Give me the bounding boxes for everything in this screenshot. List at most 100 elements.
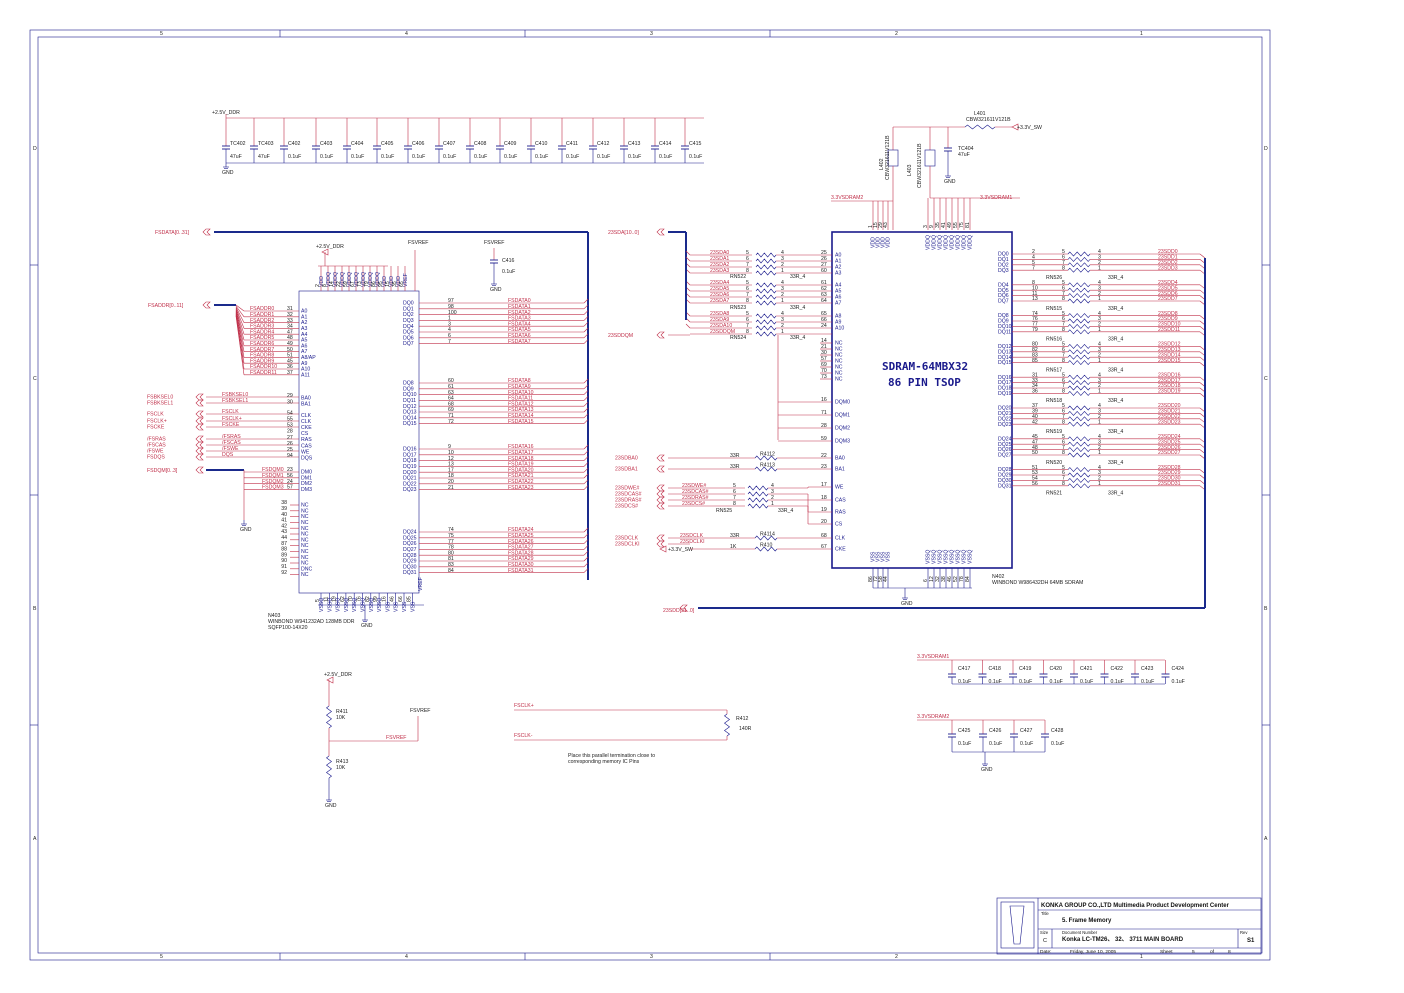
- pin-name: DQM3: [835, 439, 850, 445]
- resistor-network: [755, 252, 777, 258]
- pin-name: A6: [301, 343, 307, 349]
- resistor-network: [1067, 251, 1091, 257]
- pin-name: DQ6: [998, 293, 1009, 299]
- pin-number: 86: [868, 576, 874, 582]
- pin-number: 63: [821, 292, 827, 298]
- net-label: 23SDA5: [710, 286, 729, 292]
- pin-number: 1: [1098, 481, 1101, 487]
- pin-name: CS: [835, 522, 843, 528]
- resistor-ref: R413: [336, 759, 349, 765]
- cap-ref: C416: [502, 258, 515, 264]
- pin-number: 39: [1032, 409, 1038, 415]
- net-label: FSDATA5: [508, 327, 531, 333]
- pin-number: 36: [1032, 389, 1038, 395]
- cap-value: 0.1uF: [1020, 741, 1033, 747]
- pin-number: 62: [821, 286, 827, 292]
- net-label: 23SDA8: [710, 311, 729, 317]
- resistor-network: [1067, 354, 1091, 360]
- pin-name: DQ13: [403, 410, 417, 416]
- pin-name: VSSQ: [950, 550, 956, 564]
- pin-number: 7: [448, 339, 451, 345]
- pin-number: 66: [821, 317, 827, 323]
- pin-name: VSSQ: [938, 550, 944, 564]
- resistor-network: [1067, 410, 1091, 416]
- docnum-value: Konka LC-TM26、 32、 3711 MAIN BOARD: [1062, 937, 1184, 943]
- net-label: FSDATA28: [508, 550, 534, 556]
- net-label: FSDQM0: [262, 467, 284, 473]
- cap-ref: C428: [1051, 728, 1064, 734]
- date-label: Date:: [1040, 949, 1051, 955]
- pin-number: 98: [448, 304, 454, 310]
- pin-number: 27: [821, 262, 827, 268]
- pin-name: VDD: [876, 237, 882, 248]
- net-label: 23SDD29: [1158, 470, 1181, 476]
- pin-number: 45: [1032, 434, 1038, 440]
- pin-name: VSS: [402, 601, 408, 612]
- pin-number: 7: [1062, 414, 1065, 420]
- cap-ref: C403: [320, 141, 333, 147]
- cap-value: 0.1uF: [566, 154, 579, 160]
- pin-number: 68: [448, 401, 454, 407]
- pin-number: 3: [448, 321, 451, 327]
- net-label: 23SDBA1: [615, 467, 638, 473]
- net-label: 23SDA9: [710, 317, 729, 323]
- pin-name: A4: [301, 332, 307, 338]
- pin-name: NC: [835, 353, 843, 359]
- net-label: DQS: [222, 452, 234, 458]
- rnet-value: 33R_4: [1108, 491, 1123, 497]
- sdram-chip-n402: [831, 231, 1013, 569]
- resistor: [754, 455, 778, 461]
- border-col-label: 4: [405, 31, 408, 37]
- chip-ref: N403: [268, 613, 281, 619]
- cap-ref: C404: [351, 141, 364, 147]
- net-label: 23SDD26: [1158, 445, 1181, 451]
- net-label: /FSRAS: [147, 437, 166, 443]
- pin-name: A3: [301, 326, 307, 332]
- pin-name: DQ17: [403, 452, 417, 458]
- pin-number: 47: [1032, 439, 1038, 445]
- net-label: 23SDD22: [1158, 414, 1181, 420]
- ctl-port: [195, 435, 204, 443]
- pin-name: DQ25: [998, 442, 1012, 448]
- resistor-ref: R4114: [760, 532, 775, 538]
- pin-number: 47: [287, 329, 293, 335]
- sheet-total: 8: [1228, 949, 1231, 955]
- resistor-value: 140R: [739, 726, 752, 732]
- pin-number: 79: [364, 281, 370, 287]
- cap-ref: C410: [535, 141, 548, 147]
- cap-value: 0.1uF: [443, 154, 456, 160]
- net-label: 23SDCLK: [680, 533, 704, 539]
- pin-number: 59: [821, 436, 827, 442]
- cap-value: 0.1uF: [412, 154, 425, 160]
- rnet-ref: RN515: [1046, 306, 1062, 312]
- net-label: /FSCAS: [222, 440, 241, 446]
- border-col-label: 3: [650, 954, 653, 960]
- pin-number: 31: [1032, 372, 1038, 378]
- bus-label: 23SDD[31..0]: [663, 608, 695, 614]
- net-label: /FSWE: [222, 446, 239, 452]
- cap-ref: C409: [504, 141, 517, 147]
- bus-entry: [583, 298, 589, 304]
- pin-number: 17: [821, 482, 827, 488]
- pin-name: BA1: [301, 402, 311, 408]
- border-col-label: 3: [650, 31, 653, 37]
- pin-name: DQ23: [998, 422, 1012, 428]
- pin-number: 28: [821, 423, 827, 429]
- ba-port: [656, 465, 665, 473]
- pin-name: VDD: [881, 237, 887, 248]
- pin-number: 2: [781, 262, 784, 268]
- of-label: of: [1210, 949, 1215, 955]
- bus-entry: [583, 384, 589, 390]
- pin-number: 75: [448, 533, 454, 539]
- rnet-value: 33R_4: [1108, 306, 1123, 312]
- bus-entry: [583, 327, 589, 333]
- net-label: 23SDD6: [1158, 291, 1178, 297]
- border-row-label: D: [33, 146, 37, 152]
- bus-entry: [583, 462, 589, 467]
- pin-name: NC: [301, 572, 309, 578]
- pin-number: 56: [287, 473, 293, 479]
- pin-number: 8: [1062, 296, 1065, 302]
- pin-number: 2: [1098, 352, 1101, 358]
- net-label: FSDATA3: [508, 316, 531, 322]
